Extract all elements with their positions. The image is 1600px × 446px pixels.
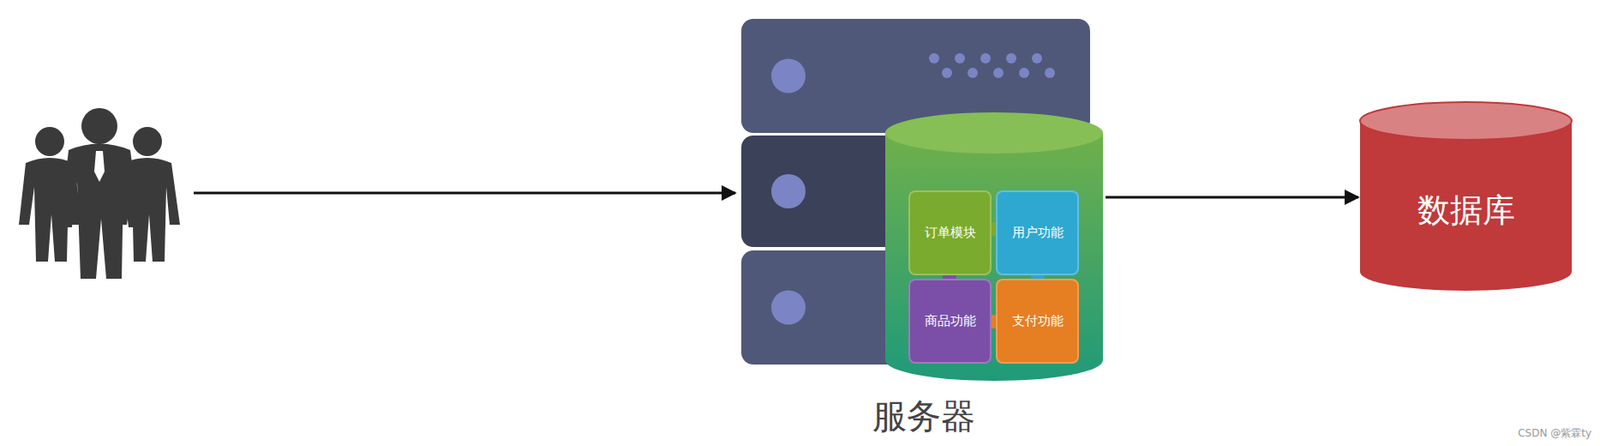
- vent-dot: [993, 67, 1004, 78]
- database-top: [1360, 101, 1572, 140]
- module-piece: 商品功能: [908, 278, 992, 364]
- module-label: 用户功能: [1012, 224, 1064, 241]
- cylinder-top: [885, 112, 1103, 154]
- database-cylinder: 数据库: [1360, 101, 1572, 293]
- server-node: 服务器 订单模块 用户功能商品功能 支付功能: [741, 17, 1106, 442]
- module-label: 商品功能: [924, 312, 977, 330]
- watermark: CSDN @紫霖ty: [1517, 425, 1592, 441]
- module-piece: 支付功能: [995, 278, 1079, 364]
- vent-dot: [1006, 53, 1017, 64]
- vent-dot: [954, 53, 965, 64]
- rack-light: [771, 290, 806, 325]
- vent-dot: [1044, 67, 1055, 78]
- module-piece: 用户功能: [995, 190, 1079, 276]
- connector-arrow: [1105, 196, 1359, 199]
- rack-light: [771, 173, 806, 209]
- rack-light: [771, 59, 806, 94]
- database-label: 数据库: [1417, 162, 1516, 233]
- database-body: [1360, 120, 1572, 291]
- vent-dot: [1031, 53, 1043, 64]
- vent-dot: [967, 67, 978, 78]
- vent-dot: [980, 53, 991, 64]
- server-label: 服务器: [741, 394, 1106, 438]
- module-cylinder: [885, 132, 1103, 381]
- module-label: 支付功能: [1012, 312, 1064, 330]
- request-arrow: [193, 191, 736, 195]
- module-label: 订单模块: [924, 224, 977, 241]
- people-icon: [18, 107, 180, 279]
- module-piece: 订单模块: [908, 190, 992, 276]
- vent-dot: [1018, 67, 1030, 78]
- vent-dot: [941, 67, 953, 78]
- vent-dot: [928, 53, 940, 64]
